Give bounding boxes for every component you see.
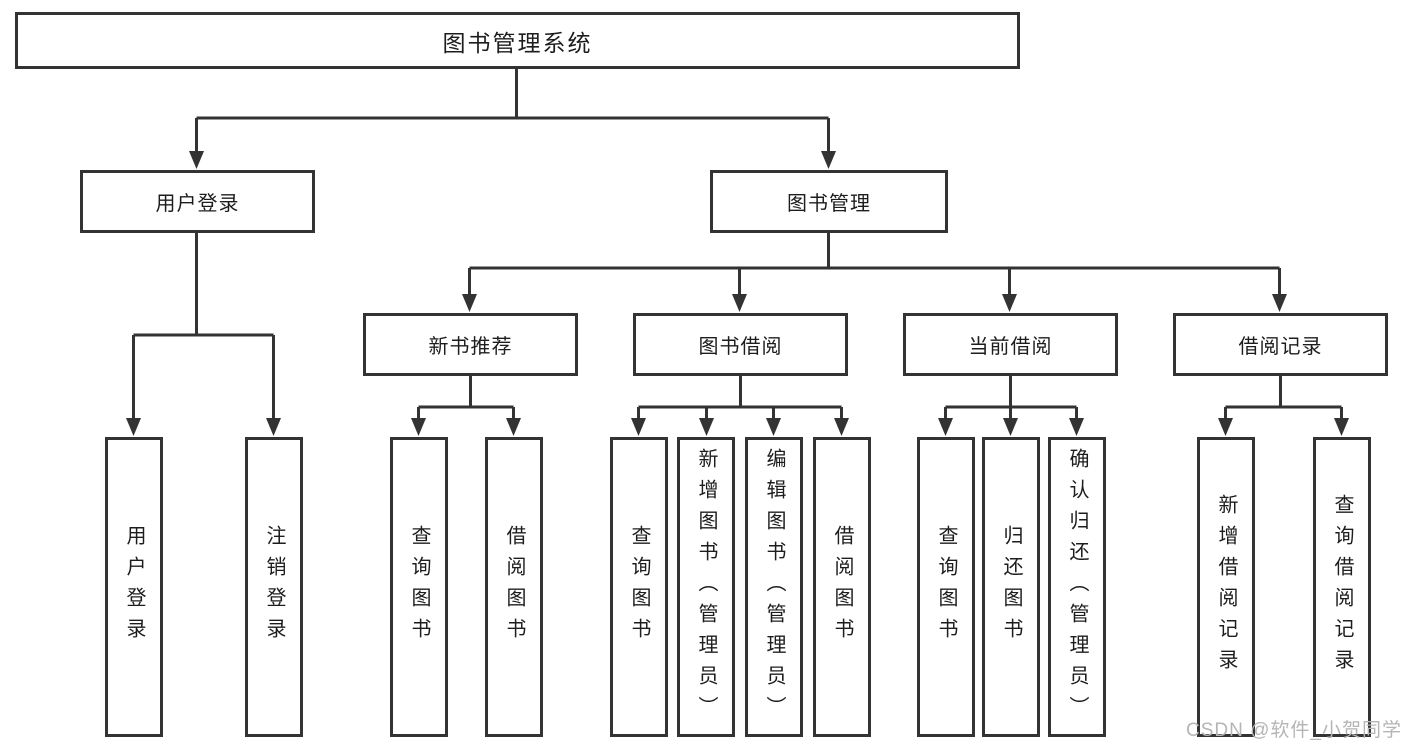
connector-new-book-to-leaves xyxy=(411,376,521,436)
leaf-return-books: 归还图书 xyxy=(982,437,1040,737)
leaf-query-books-current: 查询图书 xyxy=(917,437,975,737)
leaf-confirm-return-admin-label: 确认归还（管理员） xyxy=(1066,447,1088,727)
leaf-query-books-recommend-label: 查询图书 xyxy=(408,525,430,649)
connector-book-management-to-level3 xyxy=(462,233,1287,312)
connector-root-to-level2 xyxy=(189,68,836,169)
connector-book-borrow-to-leaves xyxy=(631,376,849,436)
leaf-query-books-recommend: 查询图书 xyxy=(390,437,448,737)
leaf-user-login-label: 用户登录 xyxy=(123,525,145,649)
node-new-book-recommend: 新书推荐 xyxy=(363,313,578,376)
leaf-query-books-borrow: 查询图书 xyxy=(610,437,668,737)
leaf-query-books-current-label: 查询图书 xyxy=(935,525,957,649)
connector-records-to-leaves xyxy=(1218,376,1349,436)
leaf-query-borrow-record: 查询借阅记录 xyxy=(1313,437,1371,737)
leaf-add-borrow-record: 新增借阅记录 xyxy=(1197,437,1255,737)
node-user-login-branch-label: 用户登录 xyxy=(155,193,240,215)
leaf-edit-book-admin: 编辑图书（管理员） xyxy=(745,437,803,737)
node-borrowing-records: 借阅记录 xyxy=(1173,313,1388,376)
leaf-logout: 注销登录 xyxy=(245,437,303,737)
leaf-add-borrow-record-label: 新增借阅记录 xyxy=(1215,494,1237,680)
node-current-borrowing-label: 当前借阅 xyxy=(968,336,1053,358)
leaf-borrow-books-recommend-label: 借阅图书 xyxy=(503,525,525,649)
node-book-management: 图书管理 xyxy=(710,170,948,233)
leaf-borrow-books-label: 借阅图书 xyxy=(831,525,853,649)
node-borrowing-records-label: 借阅记录 xyxy=(1238,336,1323,358)
leaf-query-books-borrow-label: 查询图书 xyxy=(628,525,650,649)
leaf-add-book-admin-label: 新增图书（管理员） xyxy=(695,447,717,727)
connector-user-login-to-leaves xyxy=(126,233,281,436)
leaf-edit-book-admin-label: 编辑图书（管理员） xyxy=(763,447,785,727)
leaf-add-book-admin: 新增图书（管理员） xyxy=(677,437,735,737)
node-book-borrowing-label: 图书借阅 xyxy=(698,336,783,358)
leaf-query-borrow-record-label: 查询借阅记录 xyxy=(1331,494,1353,680)
node-user-login-branch: 用户登录 xyxy=(80,170,315,233)
leaf-return-books-label: 归还图书 xyxy=(1000,525,1022,649)
node-book-borrowing: 图书借阅 xyxy=(633,313,848,376)
node-library-system: 图书管理系统 xyxy=(15,12,1020,69)
node-library-system-label: 图书管理系统 xyxy=(442,29,593,56)
node-new-book-recommend-label: 新书推荐 xyxy=(428,336,513,358)
csdn-watermark: CSDN @软件_小贺同学 xyxy=(1186,720,1402,741)
connector-current-borrow-to-leaves xyxy=(938,376,1084,436)
leaf-borrow-books: 借阅图书 xyxy=(813,437,871,737)
leaf-borrow-books-recommend: 借阅图书 xyxy=(485,437,543,737)
leaf-logout-label: 注销登录 xyxy=(263,525,285,649)
node-book-management-label: 图书管理 xyxy=(787,193,871,215)
node-current-borrowing: 当前借阅 xyxy=(903,313,1118,376)
leaf-confirm-return-admin: 确认归还（管理员） xyxy=(1048,437,1106,737)
leaf-user-login: 用户登录 xyxy=(105,437,163,737)
